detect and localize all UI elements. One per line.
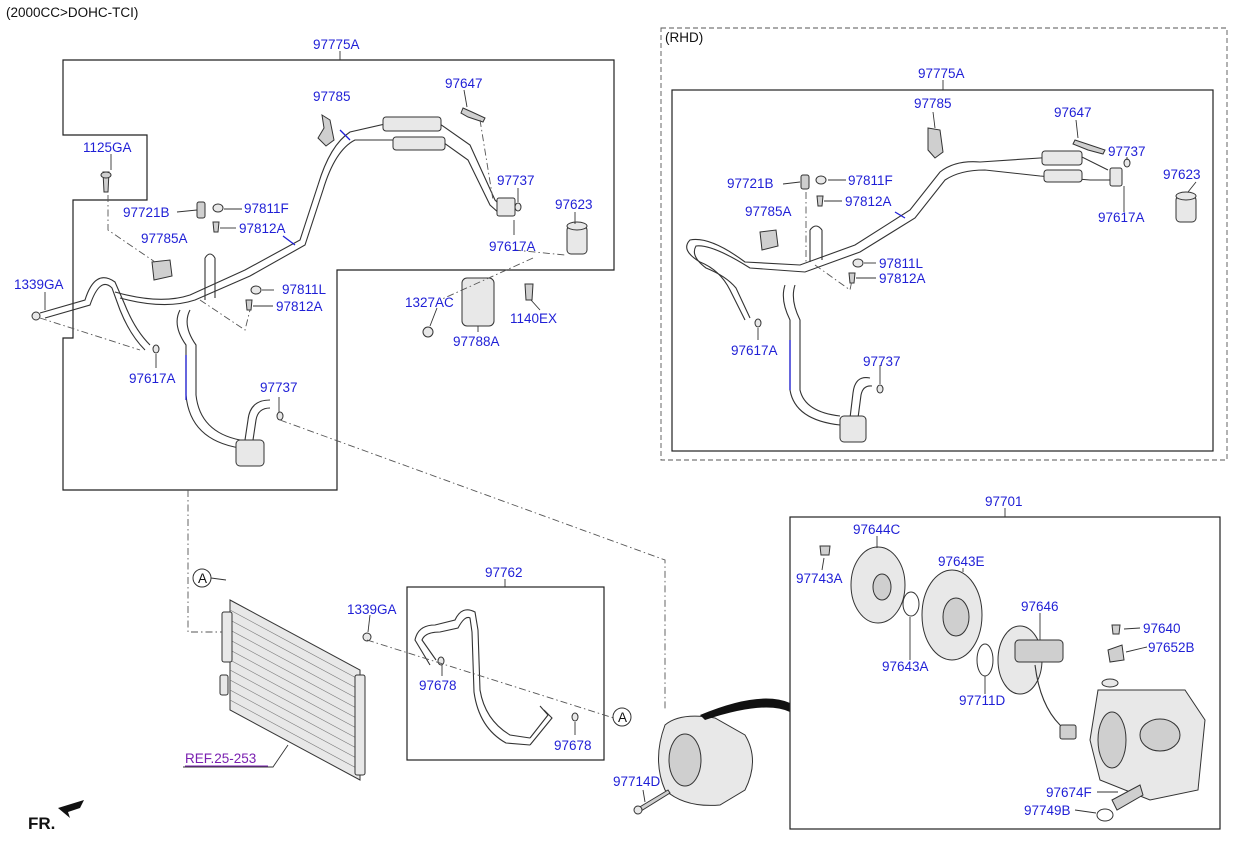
rhd-label-97775A: 97775A [918,66,965,81]
compressor-mounted [633,698,790,815]
label-97749B: 97749B [1024,803,1071,818]
marker-a-right [612,707,632,727]
lhd-leaders [39,89,666,710]
label-97762: 97762 [485,565,523,580]
rhd-label-97737: 97737 [1108,144,1146,159]
rhd-label-97737-b: 97737 [863,354,901,369]
label-97714D: 97714D [613,774,661,789]
label-97785A: 97785A [141,231,188,246]
rhd-outer-frame [660,27,1228,461]
lhd-assembly-frame [62,59,615,491]
rhd-label-97617A-b: 97617A [731,343,778,358]
rhd-label-97811L: 97811L [879,256,924,271]
marker-a-left-text: A [198,571,207,586]
label-97775A: 97775A [313,37,360,52]
rhd-labels: 97775A 97785 97647 97737 97623 97721B 97… [727,66,1201,369]
label-97743A: 97743A [796,571,843,586]
label-97623: 97623 [555,197,593,212]
label-1327AC: 1327AC [405,295,454,310]
rhd-assembly-frame [671,89,1214,452]
label-97788A: 97788A [453,334,500,349]
label-97647: 97647 [445,76,483,91]
label-97737-b: 97737 [260,380,298,395]
lhd-small-parts [31,107,588,421]
lhd-pipe-assembly [39,116,506,467]
condenser-leader [187,490,222,633]
marker-a-right-text: A [618,710,627,725]
label-97643E: 97643E [938,554,985,569]
label-97812A: 97812A [239,221,286,236]
label-97678-b: 97678 [554,738,592,753]
rhd-label-97812A-b: 97812A [879,271,926,286]
label-97812A-b: 97812A [276,299,323,314]
compressor-labels: 97701 97644C 97643E 97743A 97646 97640 9… [796,494,1195,818]
discharge-hose [362,609,579,746]
label-97617A: 97617A [489,239,536,254]
label-1125GA: 1125GA [83,140,132,155]
rhd-pipe-assembly [686,150,1112,443]
label-1339GA-b: 1339GA [347,602,397,617]
label-1339GA: 1339GA [14,277,64,292]
rhd-label-97721B: 97721B [727,176,774,191]
condenser [219,599,366,781]
rhd-label-97811F: 97811F [848,173,893,188]
rhd-small-parts [754,127,1197,394]
label-97785: 97785 [313,89,351,104]
rhd-title: (RHD) [665,30,703,45]
label-1140EX: 1140EX [510,311,557,326]
rhd-label-97617A: 97617A [1098,210,1145,225]
lhd-labels: 97775A 1125GA 97785 97647 97737 97623 97… [14,37,593,395]
rhd-label-97812A: 97812A [845,194,892,209]
compressor-parts [819,545,1206,822]
label-97678: 97678 [419,678,457,693]
label-97644C: 97644C [853,522,901,537]
label-97652B: 97652B [1148,640,1195,655]
ref-label[interactable]: REF.25-253 [185,751,256,766]
rhd-label-97647: 97647 [1054,105,1092,120]
label-97701: 97701 [985,494,1023,509]
label-97811L: 97811L [282,282,327,297]
label-97646: 97646 [1021,599,1059,614]
front-arrow-icon [58,800,84,818]
rhd-leaders [757,111,1197,384]
engine-spec: (2000CC>DOHC-TCI) [6,5,138,20]
rhd-label-97785: 97785 [914,96,952,111]
label-97640: 97640 [1143,621,1181,636]
label-97721B: 97721B [123,205,170,220]
label-97674F: 97674F [1046,785,1092,800]
label-97811F: 97811F [244,201,289,216]
compressor-leaders [821,536,1148,814]
rhd-label-97785A: 97785A [745,204,792,219]
label-97737: 97737 [497,173,535,188]
ref-leader [183,744,289,768]
rhd-label-97623: 97623 [1163,167,1201,182]
label-97617A-b: 97617A [129,371,176,386]
label-97643A: 97643A [882,659,929,674]
label-97711D: 97711D [959,693,1006,708]
hose-box [406,586,605,761]
hose-leaders [366,614,621,735]
front-indicator: FR. [28,814,55,833]
